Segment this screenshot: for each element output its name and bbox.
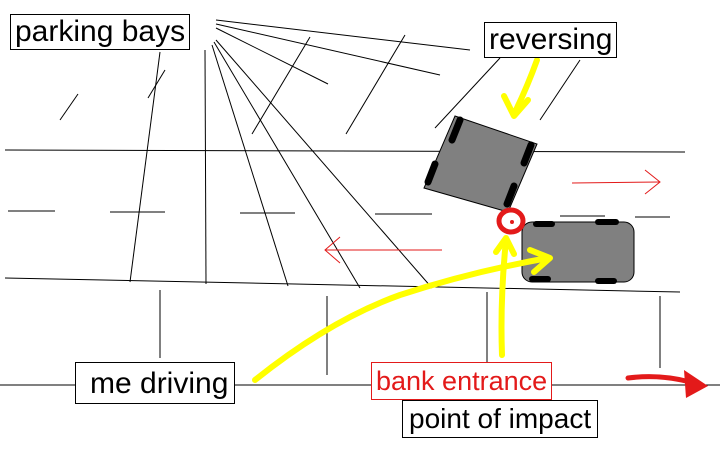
reversing-label: reversing	[484, 22, 618, 58]
tyre	[503, 182, 518, 208]
reversing-pointer-arrow-icon	[501, 57, 540, 119]
parking-bay-lines-bottom	[159, 290, 661, 375]
parking-bays-label: parking bays	[10, 14, 191, 50]
me-driving-pointer-arrow-icon	[252, 247, 553, 383]
impact-pointer-arrow-icon	[493, 235, 517, 358]
arrow-left-icon	[324, 236, 442, 264]
tyre	[520, 141, 535, 167]
me-driving-label: me driving	[75, 362, 236, 404]
point-of-impact-label: point of impact	[402, 400, 599, 438]
my-car	[521, 219, 635, 284]
tyre	[448, 116, 464, 144]
parking-bays-pointer-lines	[129, 19, 471, 289]
bank-entrance-label: bank entrance	[371, 362, 553, 400]
impact-marker-icon	[496, 207, 526, 235]
tyre	[424, 160, 439, 186]
reversing-car	[423, 115, 538, 213]
bank-entrance-direction-arrow-icon	[625, 370, 708, 398]
parking-bay-lines-top	[59, 34, 581, 135]
arrow-right-icon	[571, 169, 661, 195]
